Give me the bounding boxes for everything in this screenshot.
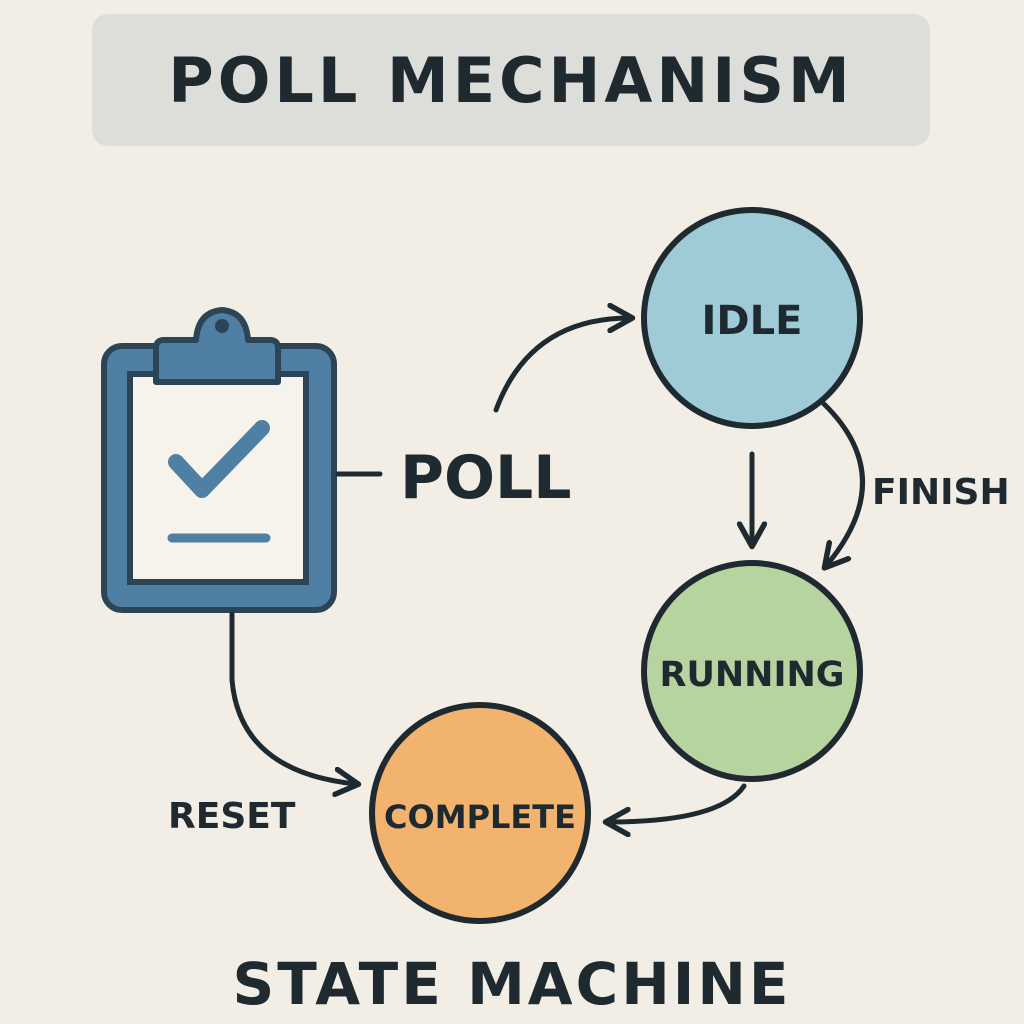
arrow-poll-to-idle bbox=[493, 318, 630, 413]
state-complete: COMPLETE bbox=[369, 702, 591, 924]
state-running-circle bbox=[641, 560, 863, 782]
state-idle-label: IDLE bbox=[702, 298, 803, 344]
state-complete-label: COMPLETE bbox=[384, 798, 576, 836]
finish-label: FINISH bbox=[872, 472, 1010, 513]
clipboard-check-icon bbox=[101, 307, 337, 613]
state-complete-circle bbox=[369, 702, 591, 924]
arrow-reset bbox=[229, 611, 356, 784]
title-banner: POLL MECHANISM bbox=[92, 14, 930, 146]
reset-label: RESET bbox=[168, 796, 296, 837]
state-running: RUNNING bbox=[641, 560, 863, 782]
arrow-running-to-complete bbox=[608, 783, 747, 822]
poll-label: POLL bbox=[400, 443, 571, 513]
state-running-label: RUNNING bbox=[660, 655, 845, 695]
diagram-subtitle: STATE MACHINE bbox=[232, 950, 792, 1018]
state-idle: IDLE bbox=[641, 207, 863, 429]
arrow-finish bbox=[821, 401, 865, 566]
page-title: POLL MECHANISM bbox=[168, 43, 854, 117]
state-idle-circle bbox=[641, 207, 863, 429]
